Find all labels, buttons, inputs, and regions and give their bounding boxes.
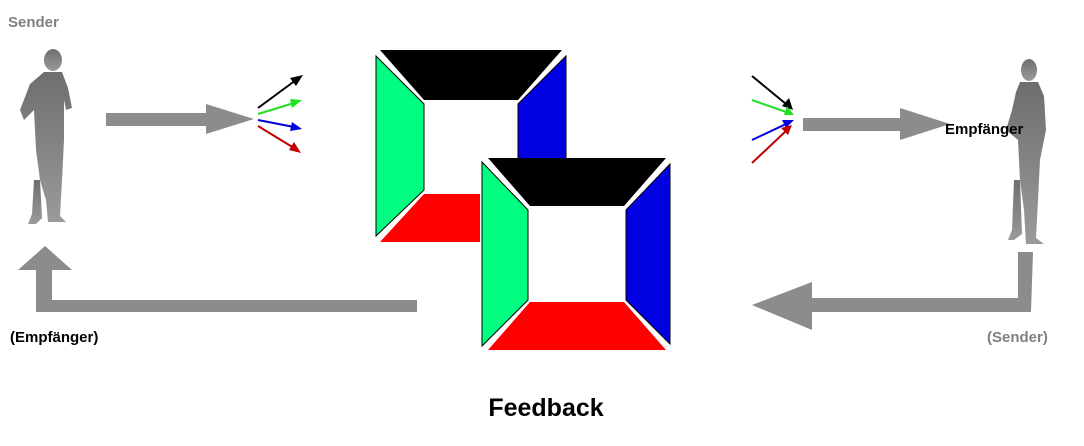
sender-person-icon bbox=[20, 49, 72, 224]
receiver-label: Empfänger bbox=[945, 121, 1023, 138]
signal-arrows-left bbox=[258, 75, 303, 153]
receiver-label-feedback: (Empfänger) bbox=[10, 329, 98, 346]
feedback-arrow-right bbox=[752, 252, 1033, 330]
feedback-arrow-left bbox=[18, 246, 417, 312]
receive-arrow bbox=[803, 108, 950, 140]
frame-front bbox=[480, 158, 670, 352]
receiver-person-icon bbox=[1006, 59, 1046, 244]
sender-label: Sender bbox=[8, 14, 59, 31]
send-arrow bbox=[106, 104, 254, 134]
feedback-title: Feedback bbox=[0, 394, 1084, 423]
signal-arrows-right bbox=[752, 76, 794, 163]
sender-label-feedback: (Sender) bbox=[987, 329, 1048, 346]
